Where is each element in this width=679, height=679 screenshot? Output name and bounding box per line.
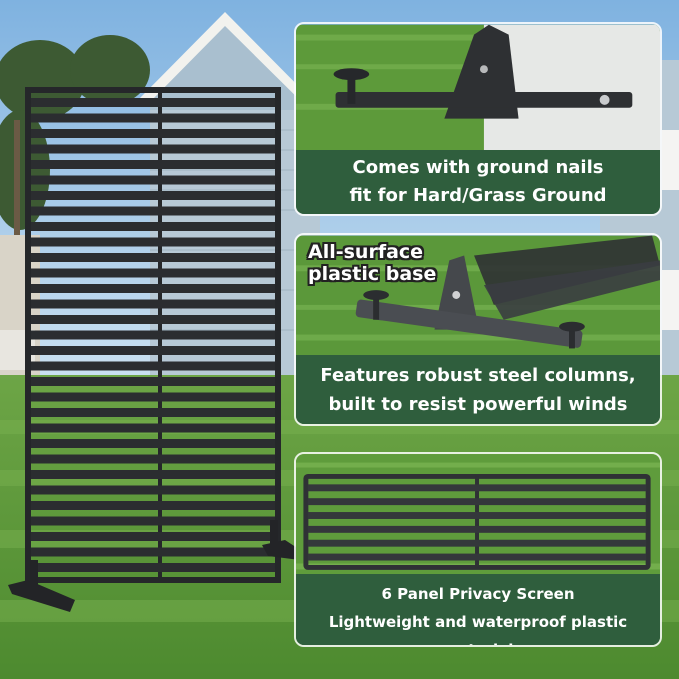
screen-slat bbox=[31, 563, 275, 572]
screen-slat bbox=[31, 284, 275, 293]
panel-photo bbox=[296, 454, 660, 578]
screen-slat bbox=[31, 191, 275, 200]
screen-slat bbox=[31, 206, 275, 216]
caption-ground-nails: Comes with ground nails fit for Hard/Gra… bbox=[296, 150, 660, 214]
screen-slat bbox=[31, 330, 275, 340]
screen-slat bbox=[31, 485, 275, 495]
screen-slat bbox=[31, 470, 275, 479]
screen-slat bbox=[31, 532, 275, 541]
screen-slat bbox=[31, 129, 275, 138]
screen-slat bbox=[31, 408, 275, 417]
callout-steel-columns: All-surface plastic base Features robust… bbox=[294, 233, 662, 426]
screen-slat bbox=[31, 361, 275, 371]
badge-line-1: All-surface bbox=[308, 241, 424, 263]
screen-slat bbox=[31, 268, 275, 278]
ground-nail-photo bbox=[296, 24, 660, 154]
caption-panel-screen: 6 Panel Privacy Screen Lightweight and w… bbox=[296, 574, 660, 645]
callout-panel-screen: 6 Panel Privacy Screen Lightweight and w… bbox=[294, 452, 662, 647]
caption-line-1: Comes with ground nails bbox=[352, 157, 604, 178]
badge-line-2: plastic base bbox=[308, 263, 437, 285]
screen-slat bbox=[31, 237, 275, 247]
caption-line-2: fit for Hard/Grass Ground bbox=[349, 185, 607, 206]
screen-slat bbox=[31, 253, 275, 262]
screen-slat bbox=[31, 516, 275, 526]
screen-slat bbox=[31, 547, 275, 557]
screen-slat bbox=[31, 439, 275, 448]
screen-slat bbox=[31, 315, 275, 324]
caption-line-2: built to resist powerful winds bbox=[328, 394, 628, 415]
screen-slat bbox=[31, 377, 275, 386]
all-surface-badge: All-surface plastic base bbox=[308, 241, 436, 285]
screen-slat bbox=[31, 501, 275, 510]
caption-line-1: Features robust steel columns, bbox=[320, 365, 636, 386]
screen-slat bbox=[31, 222, 275, 231]
screen-slat bbox=[31, 113, 275, 123]
screen-slat bbox=[31, 144, 275, 154]
screen-slat bbox=[31, 392, 275, 402]
ground-nail-icon bbox=[363, 290, 585, 349]
screen-slat bbox=[31, 454, 275, 464]
screen-slat bbox=[31, 423, 275, 433]
plastic-base-photo bbox=[296, 235, 660, 357]
callout-ground-nails: Comes with ground nails fit for Hard/Gra… bbox=[294, 22, 662, 216]
screen-slat bbox=[31, 175, 275, 185]
screen-slat bbox=[31, 299, 275, 309]
screen-slat bbox=[31, 346, 275, 355]
screen-slat bbox=[31, 98, 275, 107]
caption-steel-columns: Features robust steel columns, built to … bbox=[296, 355, 660, 424]
screen-slat bbox=[31, 160, 275, 169]
caption-line-1: 6 Panel Privacy Screen bbox=[381, 585, 575, 603]
privacy-screen bbox=[8, 87, 305, 612]
caption-line-2: Lightweight and waterproof plastic mater… bbox=[328, 613, 628, 645]
ground-nail-icon bbox=[333, 68, 370, 104]
